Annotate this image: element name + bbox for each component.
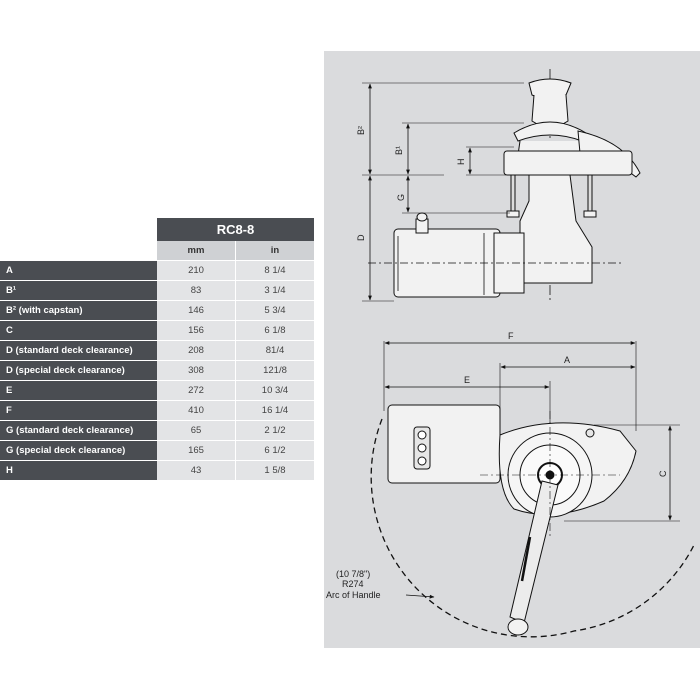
row-label: H <box>0 460 157 481</box>
row-mm-value: 65 <box>157 420 236 441</box>
handle-note-line2: R274 <box>342 579 364 589</box>
unit-mm: mm <box>157 240 236 261</box>
row-mm-value: 165 <box>157 440 236 461</box>
row-label: B¹ <box>0 280 157 301</box>
winch-technical-drawing: B² B¹ H G D <box>326 69 695 638</box>
side-view-labels: B² B¹ H G D <box>356 126 466 241</box>
row-label: E <box>0 380 157 401</box>
row-in-value: 81/4 <box>235 340 314 361</box>
label-h: H <box>456 159 466 166</box>
label-e: E <box>464 375 470 385</box>
label-a: A <box>564 355 570 365</box>
side-view <box>362 69 641 302</box>
deck-plate <box>503 150 633 176</box>
label-b2: B² <box>356 126 366 135</box>
row-label: D (standard deck clearance) <box>0 340 157 361</box>
row-label: G (standard deck clearance) <box>0 420 157 441</box>
row-label: A <box>0 260 157 281</box>
label-c: C <box>658 470 668 477</box>
label-b1: B¹ <box>394 146 404 155</box>
drum-flange-top <box>513 121 587 142</box>
unit-in: in <box>235 240 314 261</box>
row-label: F <box>0 400 157 421</box>
unit-blank <box>0 240 157 261</box>
top-view-labels: F A E C (10 7/8") R274 Arc of Handle <box>326 331 668 600</box>
handle-end <box>507 618 529 636</box>
row-in-value: 2 1/2 <box>235 420 314 441</box>
handle-note-line1: (10 7/8") <box>336 569 370 579</box>
row-mm-value: 410 <box>157 400 236 421</box>
row-mm-value: 308 <box>157 360 236 381</box>
motor-top <box>387 404 501 484</box>
row-in-value: 5 3/4 <box>235 300 314 321</box>
row-mm-value: 272 <box>157 380 236 401</box>
label-f: F <box>508 331 514 341</box>
nut-right <box>583 210 597 218</box>
terminal-2 <box>417 443 427 453</box>
row-mm-value: 210 <box>157 260 236 281</box>
label-g: G <box>396 194 406 201</box>
row-label: C <box>0 320 157 341</box>
label-d: D <box>356 234 366 241</box>
row-label: D (special deck clearance) <box>0 360 157 381</box>
row-mm-value: 156 <box>157 320 236 341</box>
handle-grip <box>520 536 532 582</box>
bolt-top <box>585 428 595 438</box>
row-in-value: 8 1/4 <box>235 260 314 281</box>
row-in-value: 16 1/4 <box>235 400 314 421</box>
row-mm-value: 208 <box>157 340 236 361</box>
row-in-value: 1 5/8 <box>235 460 314 481</box>
row-label: B² (with capstan) <box>0 300 157 321</box>
winch-drawing-panel: B² B¹ H G D <box>324 51 700 648</box>
nut-left <box>506 210 520 218</box>
terminal-3 <box>417 456 427 466</box>
handle-arc <box>370 418 695 638</box>
row-mm-value: 43 <box>157 460 236 481</box>
row-mm-value: 83 <box>157 280 236 301</box>
gearbox <box>519 174 593 284</box>
top-view <box>370 341 695 638</box>
row-label: G (special deck clearance) <box>0 440 157 461</box>
row-in-value: 121/8 <box>235 360 314 381</box>
header-blank <box>0 218 157 241</box>
arc-leader <box>405 594 435 599</box>
handle-note-line3: Arc of Handle <box>326 590 381 600</box>
row-in-value: 10 3/4 <box>235 380 314 401</box>
terminal-cap <box>416 212 428 222</box>
row-in-value: 6 1/2 <box>235 440 314 461</box>
row-in-value: 6 1/8 <box>235 320 314 341</box>
terminal-1 <box>417 430 427 440</box>
row-mm-value: 146 <box>157 300 236 321</box>
row-in-value: 3 1/4 <box>235 280 314 301</box>
model-name: RC8-8 <box>157 218 314 241</box>
